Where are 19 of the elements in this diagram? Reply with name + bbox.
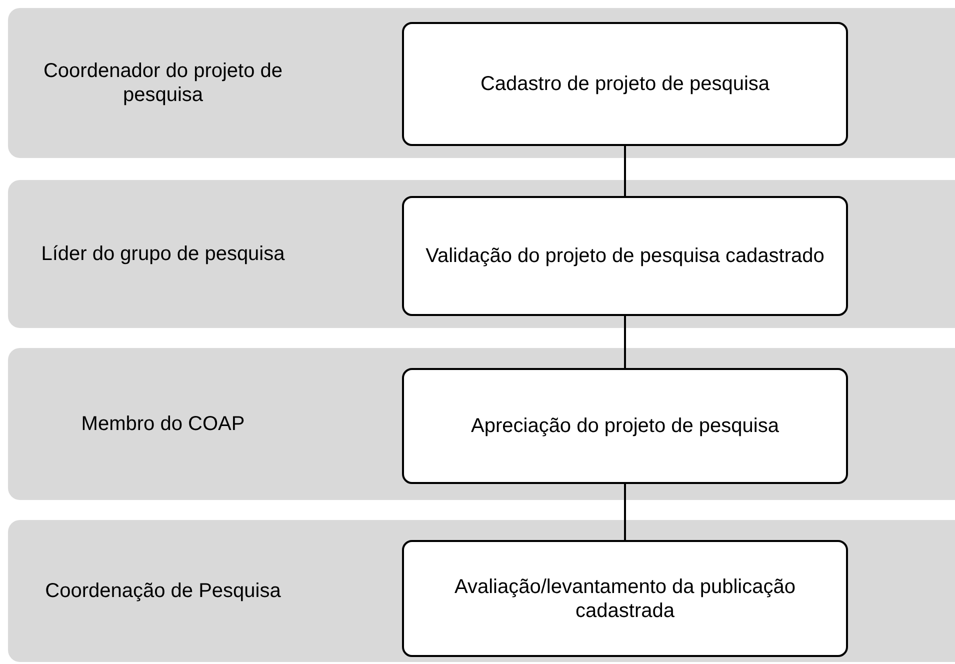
process-label: Validação do projeto de pesquisa cadastrado bbox=[424, 244, 826, 268]
swimlane-band bbox=[8, 8, 955, 158]
connector-line bbox=[624, 484, 626, 540]
swimlane-band bbox=[8, 520, 955, 662]
swimlane-band bbox=[8, 348, 955, 500]
process-box bbox=[402, 540, 848, 657]
connector-line bbox=[624, 316, 626, 368]
process-box bbox=[402, 196, 848, 316]
swimlane-band bbox=[8, 180, 955, 328]
lane-label: Coordenador do projeto de pesquisa bbox=[42, 59, 284, 107]
lane-label: Membro do COAP bbox=[80, 412, 246, 436]
process-label: Cadastro de projeto de pesquisa bbox=[479, 72, 771, 96]
lane-label: Líder do grupo de pesquisa bbox=[40, 242, 286, 266]
process-label: Apreciação do projeto de pesquisa bbox=[470, 414, 780, 438]
lane-label: Coordenação de Pesquisa bbox=[44, 579, 282, 603]
process-box bbox=[402, 368, 848, 484]
connector-line bbox=[624, 146, 626, 196]
process-label: Avaliação/levantamento da publicação cadastrada bbox=[454, 574, 796, 622]
process-box bbox=[402, 22, 848, 146]
